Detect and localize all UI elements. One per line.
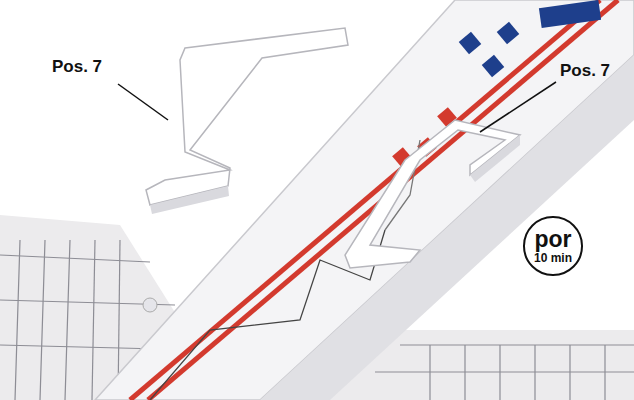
hinge-disc	[143, 298, 157, 312]
wing-rib-lines	[375, 345, 634, 400]
leader-line	[480, 82, 556, 132]
part-edge	[150, 186, 229, 214]
time-badge: por10 min	[523, 216, 583, 276]
part-label: Pos. 7	[52, 58, 102, 77]
fuselage-side	[260, 55, 634, 400]
badge-word: por	[534, 228, 571, 251]
red-stripe	[130, 0, 600, 400]
badge-time: 10 min	[534, 252, 572, 264]
pos7-installed-part	[345, 120, 520, 268]
part-label: Pos. 7	[560, 62, 610, 81]
part-edge	[470, 135, 520, 182]
pos7-loose-part	[146, 28, 348, 205]
leader-line	[118, 84, 168, 120]
fuselage	[95, 0, 634, 400]
